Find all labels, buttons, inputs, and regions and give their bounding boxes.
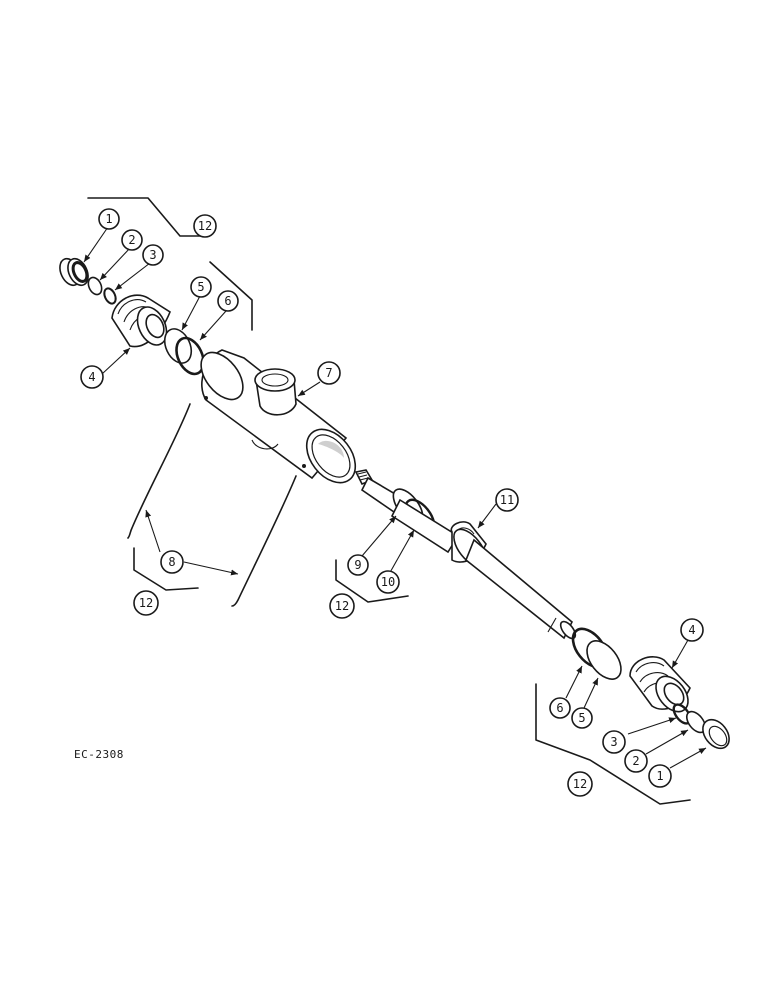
- o-ring-6-top: [175, 336, 205, 376]
- svg-text:8: 8: [168, 555, 175, 569]
- callout-7: 7: [317, 361, 341, 385]
- svg-text:6: 6: [556, 701, 563, 715]
- callout-6-bottom: 6: [549, 697, 571, 719]
- svg-text:3: 3: [149, 248, 156, 262]
- callout-1-bottom: 1: [648, 764, 672, 788]
- svg-text:12: 12: [139, 596, 153, 610]
- top-seal-kit: [59, 197, 253, 376]
- callout-12-left: 12: [133, 590, 159, 616]
- callout-8: 8: [160, 550, 184, 574]
- callout-3-top: 3: [142, 244, 164, 266]
- cylinder-barrel: [200, 349, 357, 484]
- svg-text:12: 12: [198, 219, 212, 233]
- svg-text:11: 11: [500, 493, 514, 507]
- svg-text:4: 4: [88, 370, 95, 384]
- callout-2-bottom: 2: [624, 749, 648, 773]
- callout-6-top: 6: [217, 290, 239, 312]
- svg-text:12: 12: [335, 599, 349, 613]
- kit-bracket-bottom: [535, 683, 691, 805]
- svg-text:2: 2: [632, 754, 639, 768]
- svg-text:4: 4: [688, 623, 695, 637]
- svg-text:3: 3: [610, 735, 617, 749]
- callout-4-bottom: 4: [680, 618, 704, 642]
- svg-text:6: 6: [224, 294, 231, 308]
- wiper-seal-bottom: [702, 718, 730, 750]
- wiper-seal-top: [59, 257, 89, 287]
- piston-rod-assembly: [335, 469, 577, 640]
- callout-5-top: 5: [190, 276, 212, 298]
- callout-12-mid: 12: [329, 593, 355, 619]
- bottom-seal-kit: [535, 627, 730, 805]
- callout-10: 10: [376, 570, 400, 594]
- callout-1-top: 1: [98, 208, 120, 230]
- kit-bracket-left: [133, 547, 199, 591]
- callout-12-top: 12: [193, 214, 217, 238]
- callout-4-top: 4: [80, 365, 104, 389]
- gland-top: [111, 294, 171, 348]
- svg-text:1: 1: [105, 212, 112, 226]
- backup-ring-5-bottom: [586, 640, 622, 680]
- callout-12-bottom: 12: [567, 771, 593, 797]
- svg-text:7: 7: [325, 366, 332, 380]
- callout-5-bottom: 5: [571, 707, 593, 729]
- kit-bracket-top-right: [209, 261, 253, 331]
- callout-2-top: 2: [121, 229, 143, 251]
- svg-text:12: 12: [573, 777, 587, 791]
- callout-9: 9: [347, 554, 369, 576]
- svg-text:10: 10: [381, 575, 395, 589]
- svg-text:9: 9: [354, 558, 361, 572]
- svg-text:1: 1: [656, 769, 663, 783]
- kit-bracket-top-left: [87, 197, 201, 237]
- o-ring-top: [103, 287, 117, 305]
- kit-bracket-middle: [335, 559, 409, 603]
- gland-bottom: [629, 656, 691, 713]
- callout-11: 11: [495, 488, 519, 512]
- svg-text:5: 5: [578, 711, 585, 725]
- retaining-wires: [127, 403, 297, 607]
- callout-3-bottom: 3: [602, 730, 626, 754]
- backup-ring-top: [87, 276, 103, 296]
- svg-text:5: 5: [197, 280, 204, 294]
- figure-id: EC-2308: [74, 748, 124, 761]
- svg-text:2: 2: [128, 233, 135, 247]
